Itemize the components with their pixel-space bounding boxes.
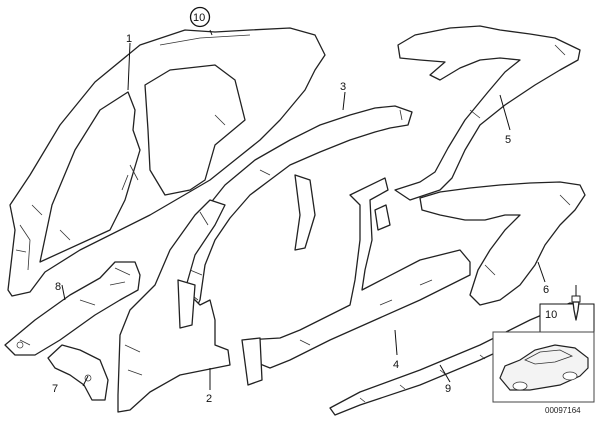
leader-lines: [61, 29, 546, 390]
callout-9: 9: [445, 383, 451, 395]
part-6-rear-quarter-lower: [419, 181, 586, 306]
part-2-front-pillar: [117, 199, 231, 413]
part-5-rear-quarter: [394, 25, 581, 201]
part-7-plate: [47, 344, 109, 401]
clip-icon: [571, 285, 581, 321]
callout-8: 8: [55, 281, 61, 293]
part-1-side-frame: [7, 27, 326, 297]
callout-4: 4: [393, 359, 399, 371]
reference-number: 00097164: [545, 406, 581, 415]
callout-5: 5: [505, 134, 511, 146]
callout-7: 7: [52, 383, 58, 395]
callout-1: 1: [126, 33, 132, 45]
callout-6: 6: [543, 284, 549, 296]
part-8-bracket: [4, 261, 141, 356]
callout-2: 2: [206, 393, 212, 405]
car-thumbnail-inset: [492, 331, 595, 403]
callout-10-circled: 10: [189, 6, 211, 28]
car-icon: [499, 344, 589, 391]
callout-10-box-label: 10: [545, 309, 557, 321]
part-4-pillar-sill: [241, 177, 471, 386]
callout-10-box: 10: [539, 285, 595, 333]
callout-10-circle-label: 10: [193, 12, 205, 24]
callout-3: 3: [340, 81, 346, 93]
